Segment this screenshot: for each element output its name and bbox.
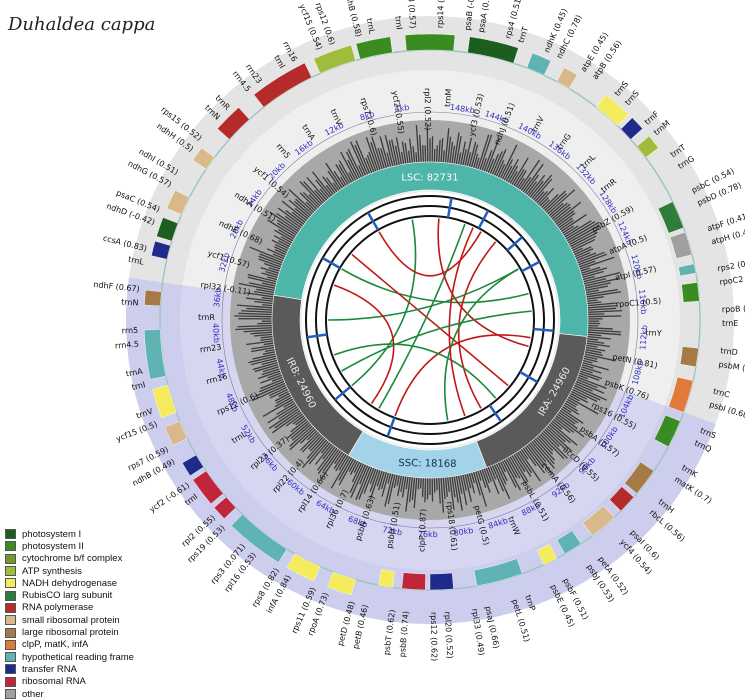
- legend-label: photosystem II: [22, 541, 84, 552]
- gc-bar: [416, 152, 417, 163]
- legend-item: clpP, matK, infA: [5, 639, 205, 651]
- legend-label: RNA polymerase: [22, 602, 93, 613]
- legend-swatch: [5, 689, 16, 699]
- legend-label: cytochrome b/f complex: [22, 553, 122, 564]
- gene-label: trnL: [127, 255, 145, 267]
- gc-bar: [587, 316, 621, 317]
- gc-bar: [437, 477, 438, 490]
- legend-swatch: [5, 554, 16, 564]
- gene-label: trnN: [121, 297, 139, 307]
- legend-swatch: [5, 615, 16, 625]
- gene-label: clpP (0.87): [417, 509, 427, 552]
- legend-label: ribosomal RNA: [22, 676, 86, 687]
- gene-label: trnY: [645, 328, 662, 338]
- gene-label: rpl20 (0.52): [443, 611, 455, 659]
- legend-item: other: [5, 688, 205, 700]
- gc-bar: [421, 477, 422, 489]
- gene-block: [430, 573, 454, 590]
- legend-label: other: [22, 689, 44, 700]
- gene-label: trnI: [393, 16, 403, 31]
- legend-item: transfer RNA: [5, 663, 205, 675]
- gene-label: trnE: [722, 319, 739, 328]
- legend-item: RNA polymerase: [5, 602, 205, 614]
- legend-swatch: [5, 566, 16, 576]
- legend-swatch: [5, 640, 16, 650]
- legend-label: clpP, matK, infA: [22, 639, 88, 650]
- legend-swatch: [5, 677, 16, 687]
- legend-item: ribosomal RNA: [5, 676, 205, 688]
- gc-bar: [427, 125, 428, 163]
- legend-label: ATP synthesis: [22, 566, 82, 577]
- gene-label: rrn5: [122, 326, 139, 336]
- gene-label: rpl2 (0.52): [423, 88, 433, 130]
- gc-bar: [587, 314, 604, 315]
- gene-block: [405, 34, 455, 51]
- legend-label: RubisCO larg subunit: [22, 590, 112, 601]
- gene-label: rps14 (0.69): [436, 0, 447, 28]
- gene-block: [682, 282, 700, 302]
- gc-bar: [418, 477, 419, 490]
- legend-item: photosystem I: [5, 528, 205, 540]
- region-label: SSC: 18168: [398, 458, 456, 470]
- gene-block: [144, 290, 161, 306]
- repeat-tick: [534, 329, 554, 331]
- legend-label: NADH dehydrogenase: [22, 578, 117, 589]
- legend-swatch: [5, 628, 16, 638]
- gene-block: [378, 569, 394, 587]
- legend-label: photosystem I: [22, 529, 81, 540]
- legend-item: hypothetical reading frame: [5, 651, 205, 663]
- legend-swatch: [5, 652, 16, 662]
- gene-label: trnR: [198, 313, 215, 322]
- gene-block: [402, 573, 426, 590]
- legend-label: hypothetical reading frame: [22, 652, 134, 663]
- legend-label: transfer RNA: [22, 664, 77, 675]
- gc-bar: [423, 145, 424, 163]
- gene-label: trnD: [720, 346, 738, 357]
- legend-label: small ribosomal protein: [22, 615, 120, 626]
- gc-bar: [234, 316, 273, 317]
- legend-swatch: [5, 664, 16, 674]
- legend-swatch: [5, 541, 16, 551]
- legend-item: large ribosomal protein: [5, 626, 205, 638]
- gene-label: trnM: [443, 88, 453, 107]
- legend-item: RubisCO larg subunit: [5, 589, 205, 601]
- legend-item: photosystem II: [5, 540, 205, 552]
- legend-item: NADH dehydrogenase: [5, 577, 205, 589]
- legend-swatch: [5, 529, 16, 539]
- kb-tick-label: 40kb: [211, 323, 221, 343]
- legend-swatch: [5, 591, 16, 601]
- gc-bar: [423, 477, 424, 497]
- legend-swatch: [5, 578, 16, 588]
- legend-swatch: [5, 603, 16, 613]
- repeat-links: [302, 192, 558, 448]
- region-label: LSC: 82731: [401, 173, 458, 184]
- legend-label: large ribosomal protein: [22, 627, 119, 638]
- gene-label: rpoB (0.5): [722, 304, 745, 314]
- gc-bar: [437, 145, 438, 163]
- legend-item: small ribosomal protein: [5, 614, 205, 626]
- gc-bar: [425, 477, 426, 502]
- legend-item: cytochrome b/f complex: [5, 553, 205, 565]
- legend-item: ATP synthesis: [5, 565, 205, 577]
- gene-label: rps12 (0.62): [429, 612, 439, 661]
- gene-block: [680, 347, 698, 367]
